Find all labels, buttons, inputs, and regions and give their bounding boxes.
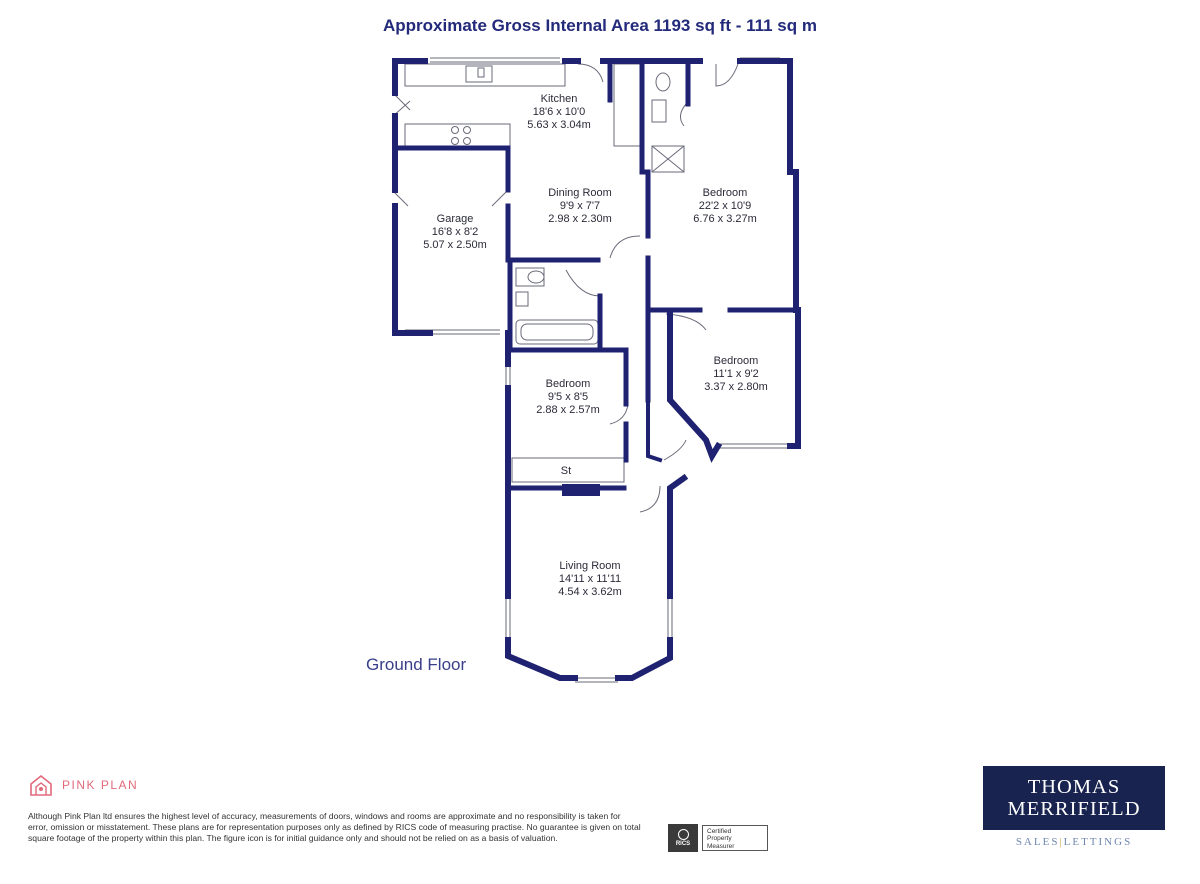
floor-plan: Kitchen 18'6 x 10'0 5.63 x 3.04m Dining … <box>366 57 801 683</box>
bedroom1-label: Bedroom <box>703 187 748 199</box>
kitchen-metric: 5.63 x 3.04m <box>527 119 591 131</box>
living-imperial: 14'11 x 11'11 <box>559 573 621 585</box>
agent-logo-box: THOMAS MERRIFIELD <box>983 766 1165 830</box>
page-title: Approximate Gross Internal Area 1193 sq … <box>383 16 817 35</box>
bedroom3-metric: 2.88 x 2.57m <box>536 404 600 416</box>
agent-name-line2: MERRIFIELD <box>1007 798 1141 820</box>
agent-logo: THOMAS MERRIFIELD SALES|LETTINGS <box>983 766 1165 848</box>
garage-imperial: 16'8 x 8'2 <box>432 226 478 238</box>
bedroom2-imperial: 11'1 x 9'2 <box>713 368 759 380</box>
pink-plan-brand: PINK PLAN <box>28 773 138 797</box>
pink-plan-house-icon <box>30 774 52 796</box>
living-metric: 4.54 x 3.62m <box>558 586 622 598</box>
living-label: Living Room <box>559 560 620 572</box>
dining-label: Dining Room <box>548 187 612 199</box>
room-labels: Kitchen 18'6 x 10'0 5.63 x 3.04m Dining … <box>366 93 768 674</box>
floor-label: Ground Floor <box>366 655 466 674</box>
door-swings <box>391 63 739 513</box>
rics-certified-text: Certified Property Measurer <box>702 825 768 851</box>
bedroom3-imperial: 9'5 x 8'5 <box>548 391 588 403</box>
bedroom2-metric: 3.37 x 2.80m <box>704 381 768 393</box>
kitchen-imperial: 18'6 x 10'0 <box>533 106 586 118</box>
agent-name-line1: THOMAS <box>1027 776 1121 798</box>
pink-plan-name: PINK PLAN <box>62 778 139 792</box>
bedroom2-label: Bedroom <box>714 355 759 367</box>
fixtures <box>404 63 685 483</box>
dining-imperial: 9'9 x 7'7 <box>560 200 600 212</box>
storage-label: St <box>561 465 571 477</box>
bedroom1-imperial: 22'2 x 10'9 <box>699 200 752 212</box>
rics-logo-icon: RICS <box>668 824 698 852</box>
windows <box>405 57 790 683</box>
garage-metric: 5.07 x 2.50m <box>423 239 487 251</box>
bedroom1-metric: 6.76 x 3.27m <box>693 213 757 225</box>
bedroom3-label: Bedroom <box>546 378 591 390</box>
kitchen-label: Kitchen <box>541 93 578 105</box>
garage-label: Garage <box>437 213 474 225</box>
rics-certification: RICS Certified Property Measurer <box>668 822 774 854</box>
dining-metric: 2.98 x 2.30m <box>548 213 612 225</box>
disclaimer-text: Although Pink Plan ltd ensures the highe… <box>28 811 641 844</box>
agent-tagline: SALES|LETTINGS <box>1015 836 1133 848</box>
walls <box>392 58 801 681</box>
